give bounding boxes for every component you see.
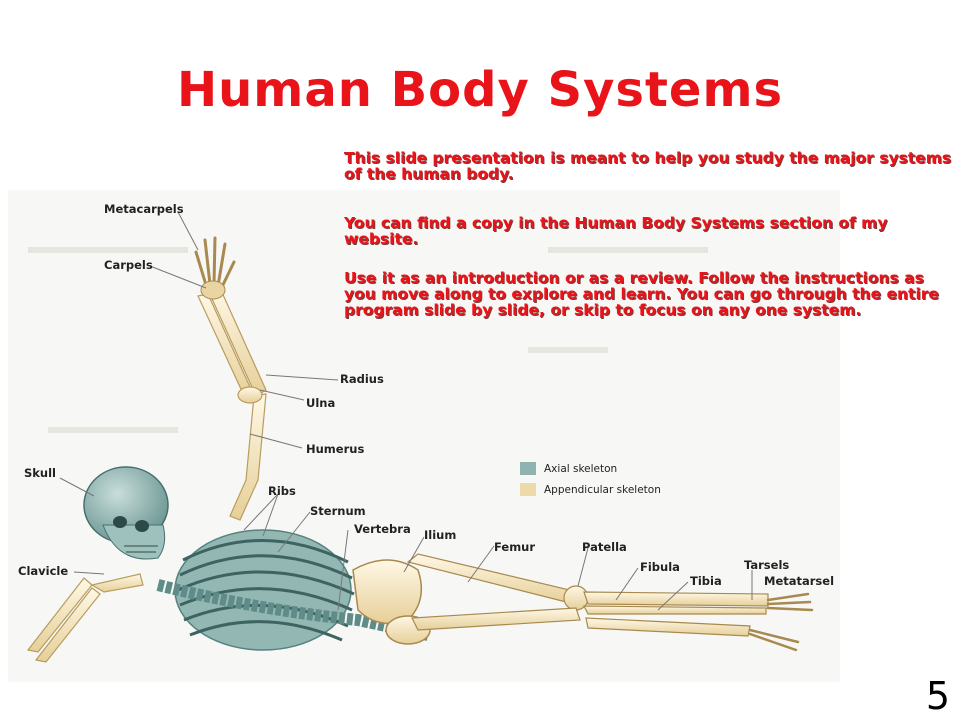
legend-item-appendicular: Appendicular skeleton [520, 483, 661, 496]
label-femur: Femur [494, 540, 536, 554]
slide-title: Human Body Systems [176, 62, 784, 118]
skeleton-illustration: Metacarpels Carpels Radius Ulna Humerus … [8, 190, 840, 682]
skeleton-legend: Axial skeleton Appendicular skeleton [520, 462, 661, 504]
label-ribs: Ribs [268, 484, 296, 498]
label-tarsels: Tarsels [744, 558, 790, 572]
label-fibula: Fibula [640, 560, 680, 574]
label-vertebra: Vertebra [354, 522, 411, 536]
label-ulna: Ulna [306, 396, 336, 410]
page-number: 5 [925, 674, 950, 718]
appendicular-swatch [520, 483, 536, 496]
legend-item-axial: Axial skeleton [520, 462, 661, 475]
label-metatarsel: Metatarsel [764, 574, 835, 588]
label-humerus: Humerus [306, 442, 365, 456]
label-sternum: Sternum [310, 504, 366, 518]
axial-swatch [520, 462, 536, 475]
legend-label: Axial skeleton [544, 462, 618, 475]
label-ilium: Ilium [424, 528, 457, 542]
label-tibia: Tibia [690, 574, 722, 588]
instructions-paragraph: Use it as an introduction or as a review… [344, 269, 939, 319]
label-patella: Patella [582, 540, 627, 554]
skeleton-drawing [26, 211, 814, 663]
website-paragraph: You can find a copy in the Human Body Sy… [344, 214, 888, 248]
legend-label: Appendicular skeleton [544, 483, 661, 496]
label-carpels: Carpels [104, 258, 153, 272]
label-radius: Radius [340, 372, 384, 386]
label-metacarpels: Metacarpels [104, 202, 184, 216]
label-skull: Skull [24, 466, 57, 480]
label-clavicle: Clavicle [18, 564, 69, 578]
intro-paragraph: This slide presentation is meant to help… [344, 149, 952, 183]
